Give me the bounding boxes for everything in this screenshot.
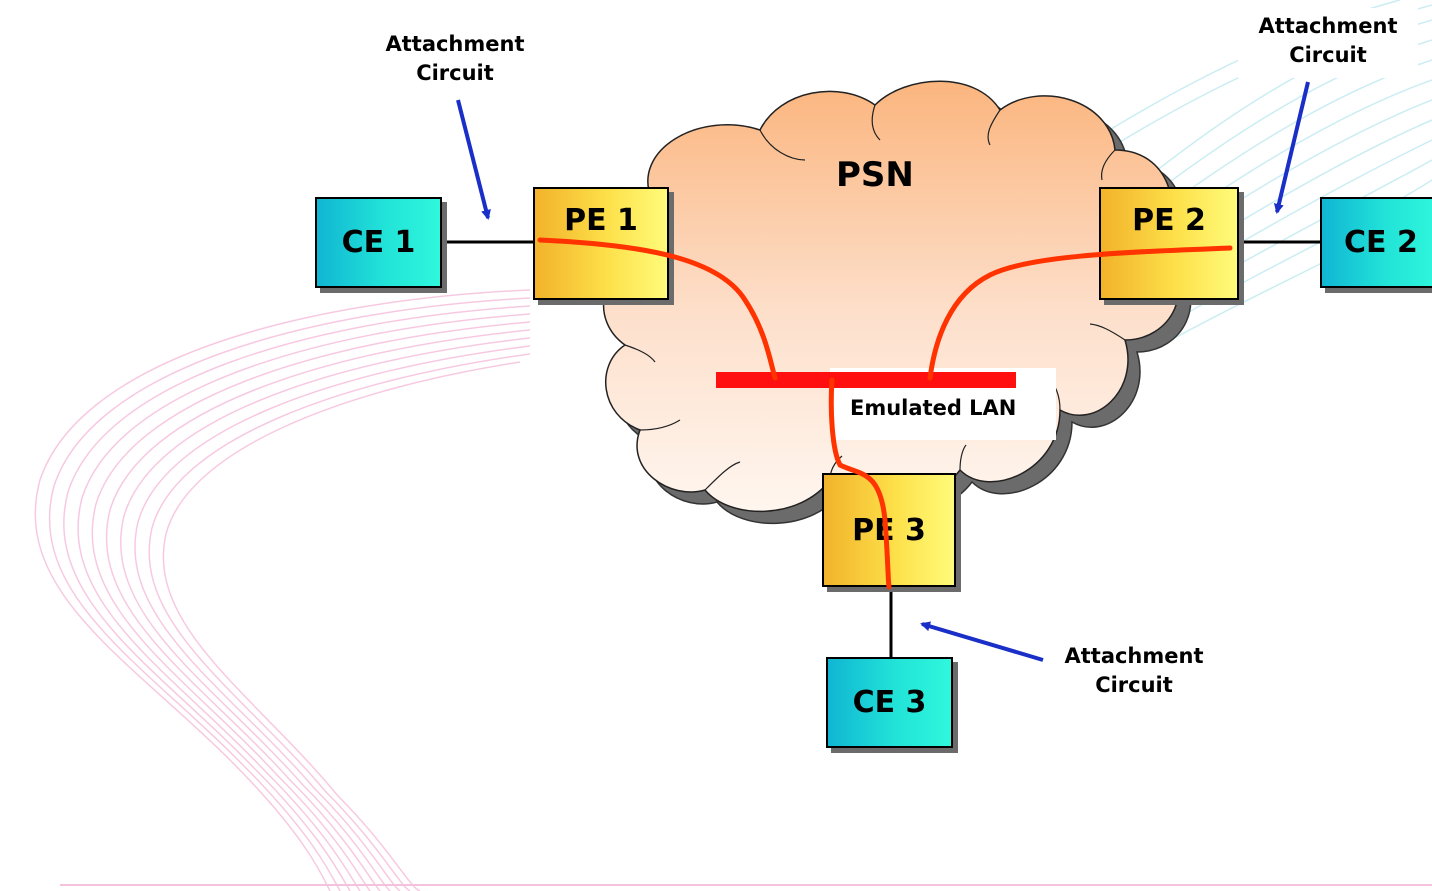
psn-cloud	[602, 80, 1180, 513]
pe3-label: PE 3	[852, 512, 926, 548]
pe2-node[interactable]: PE 2	[1099, 187, 1239, 300]
attachment-circuit-label-bottom: Attachment Circuit	[1064, 644, 1204, 697]
attachment-circuit-label-top-right: Attachment Circuit	[1238, 8, 1418, 78]
pe2-label: PE 2	[1132, 203, 1206, 238]
psn-label: PSN	[836, 155, 914, 195]
background-wave-pink	[34, 289, 1432, 891]
ce3-label: CE 3	[852, 685, 927, 720]
ce1-label: CE 1	[341, 225, 416, 260]
attachment-links	[442, 240, 1320, 657]
ce3-node[interactable]: CE 3	[826, 657, 953, 748]
ce2-label: CE 2	[1344, 225, 1418, 260]
ce1-node[interactable]: CE 1	[315, 197, 442, 288]
ce2-node[interactable]: CE 2	[1320, 197, 1432, 288]
pe1-node[interactable]: PE 1	[533, 187, 669, 300]
emulated-lan-label: Emulated LAN	[850, 396, 1017, 420]
pe3-node[interactable]: PE 3	[822, 473, 956, 587]
attachment-circuit-label-top-left: Attachment Circuit	[385, 32, 525, 85]
pe1-label: PE 1	[564, 203, 638, 238]
